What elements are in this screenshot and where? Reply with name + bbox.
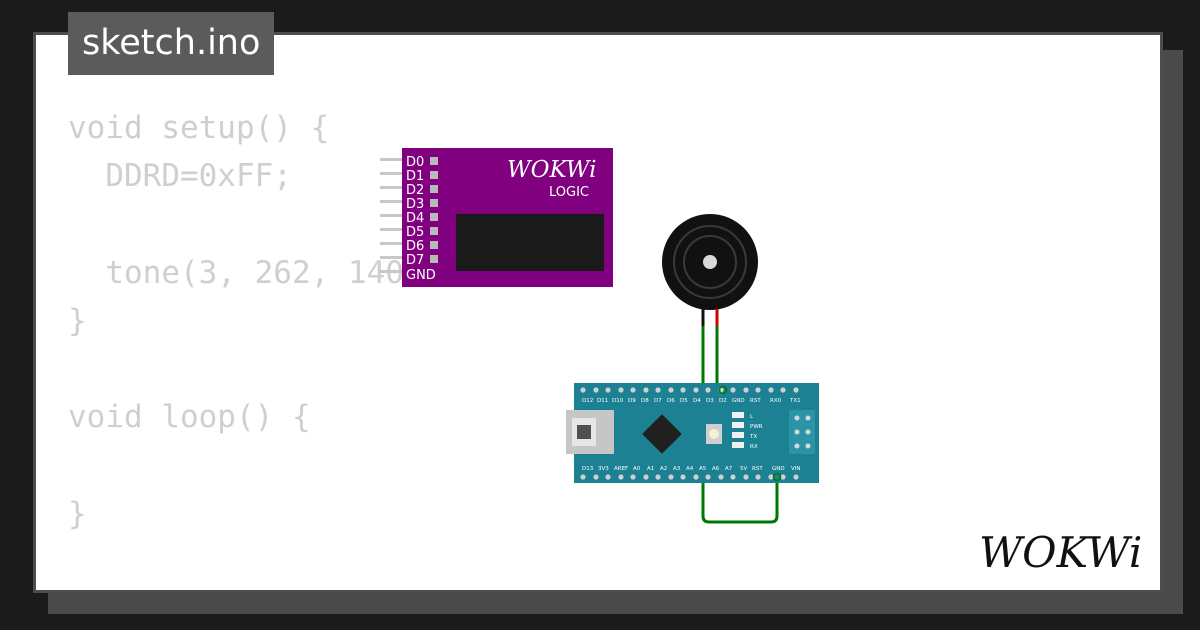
wire-gnd[interactable] xyxy=(701,326,779,524)
wire-d3[interactable] xyxy=(715,326,724,394)
code-line: } xyxy=(68,302,87,339)
code-preview: void setup() { DDRD=0xFF; tone(3, 262, 1… xyxy=(68,104,404,538)
pin-labels-top: D12 D11 D10 D9 D8 D7 D6 D5 D4 D3 D2 GND … xyxy=(582,398,801,404)
pin-label: D8 xyxy=(641,398,649,404)
pin-label: D11 xyxy=(597,398,608,404)
pin-label: D7 xyxy=(654,398,662,404)
pin-d3-connection[interactable] xyxy=(718,385,728,395)
header-pins-top xyxy=(580,387,799,393)
pin-label: D9 xyxy=(628,398,636,404)
logic-pin-label: D1 xyxy=(406,169,424,184)
pin-label: A1 xyxy=(647,466,654,472)
logic-pin-label: GND xyxy=(406,268,436,283)
wokwi-logo-text: WOKWi xyxy=(979,528,1142,575)
pin-label: RST xyxy=(750,398,761,404)
icsp-header xyxy=(789,410,815,454)
arduino-board xyxy=(574,383,819,483)
status-leds xyxy=(732,412,744,448)
pin-label: A5 xyxy=(699,466,707,472)
pin-label: D13 xyxy=(582,466,594,472)
pin-label: D6 xyxy=(667,398,675,404)
wokwi-logo: WOKWi xyxy=(979,528,1142,575)
pin-label: D3 xyxy=(706,398,714,404)
logic-analyzer-pin-leads xyxy=(380,158,402,273)
logic-pin-label: D5 xyxy=(406,225,424,240)
buzzer-center xyxy=(703,255,717,269)
pin-label: A3 xyxy=(673,466,681,472)
pin-label: 3V3 xyxy=(598,466,609,472)
logic-analyzer-screen xyxy=(456,214,604,271)
logic-pin-label: D4 xyxy=(406,211,424,226)
logic-analyzer-pins: D0 D1 D2 D3 D4 D5 D6 D7 GND xyxy=(406,155,438,283)
led-labels: L PWR TX RX xyxy=(749,414,763,450)
microcontroller-chip xyxy=(642,414,682,454)
file-tab-sketch[interactable]: sketch.ino xyxy=(68,12,275,75)
pin-label: AREF xyxy=(614,466,628,472)
pin-label: VIN xyxy=(791,466,801,472)
logic-pin-label: D7 xyxy=(406,253,424,268)
pin-label: D12 xyxy=(582,398,593,404)
pin-label: D2 xyxy=(719,398,727,404)
pin-label: D5 xyxy=(680,398,688,404)
led-label: RX xyxy=(750,444,758,450)
pin-label: GND xyxy=(732,398,745,404)
code-line: void loop() { xyxy=(68,399,311,436)
logic-pin-label: D6 xyxy=(406,239,424,254)
pin-label: GND xyxy=(772,466,785,472)
buzzer[interactable] xyxy=(662,214,758,326)
logic-analyzer[interactable]: WOKWi LOGIC D0 D1 D2 D3 D4 D5 D6 D7 GND xyxy=(380,148,613,287)
pin-label: D4 xyxy=(693,398,701,404)
pin-label: A6 xyxy=(712,466,720,472)
pin-label: A0 xyxy=(633,466,641,472)
code-line: DDRD=0xFF; xyxy=(68,158,292,195)
led-label: TX xyxy=(749,434,757,440)
arduino-nano[interactable]: D12 D11 D10 D9 D8 D7 D6 D5 D4 D3 D2 GND … xyxy=(566,383,819,483)
pin-label: D10 xyxy=(612,398,624,404)
pin-label: A7 xyxy=(725,466,733,472)
logic-analyzer-subtitle: LOGIC xyxy=(549,185,589,200)
led-label: PWR xyxy=(750,424,763,430)
pin-label: TX1 xyxy=(789,398,801,404)
logic-pin-label: D3 xyxy=(406,197,424,212)
logic-pin-label: D2 xyxy=(406,183,424,198)
code-line: void setup() { xyxy=(68,110,330,146)
pin-label: A4 xyxy=(686,466,694,472)
led-label: L xyxy=(750,414,754,420)
pin-label: 5V xyxy=(740,466,747,472)
pin-gnd-connection[interactable] xyxy=(772,472,782,482)
pin-label: A2 xyxy=(660,466,667,472)
logic-analyzer-brand: WOKWi xyxy=(507,157,596,183)
header-pins-bottom xyxy=(580,474,799,480)
pin-label: RST xyxy=(752,466,763,472)
code-line: tone(3, 262, 140 xyxy=(68,254,404,291)
code-line: } xyxy=(68,495,87,532)
pin-label: RX0 xyxy=(770,398,782,404)
pin-labels-bottom: D13 3V3 AREF A0 A1 A2 A3 A4 A5 A6 A7 5V … xyxy=(582,466,801,472)
project-card xyxy=(33,32,1163,593)
logic-pin-label: D0 xyxy=(406,155,424,170)
